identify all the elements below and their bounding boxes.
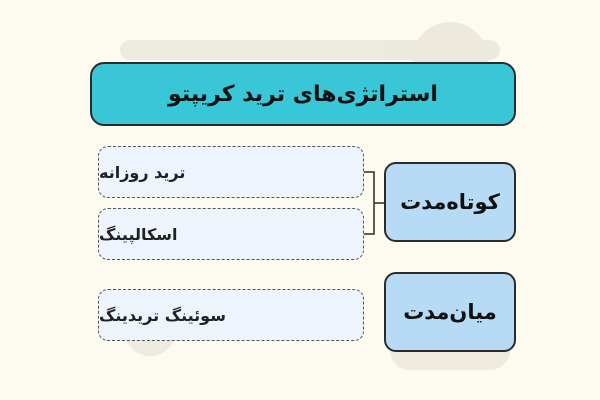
item-day-trading: ترید روزانه xyxy=(98,146,364,198)
category-mid-term: میان‌مدت xyxy=(384,272,516,352)
item-swing-trading: سوئینگ تریدینگ xyxy=(98,289,364,341)
category-short-term: کوتاه‌مدت xyxy=(384,162,516,242)
diagram-title: استراتژی‌های ترید کریپتو xyxy=(90,62,516,126)
item-scalping: اسکالپینگ xyxy=(98,208,364,260)
